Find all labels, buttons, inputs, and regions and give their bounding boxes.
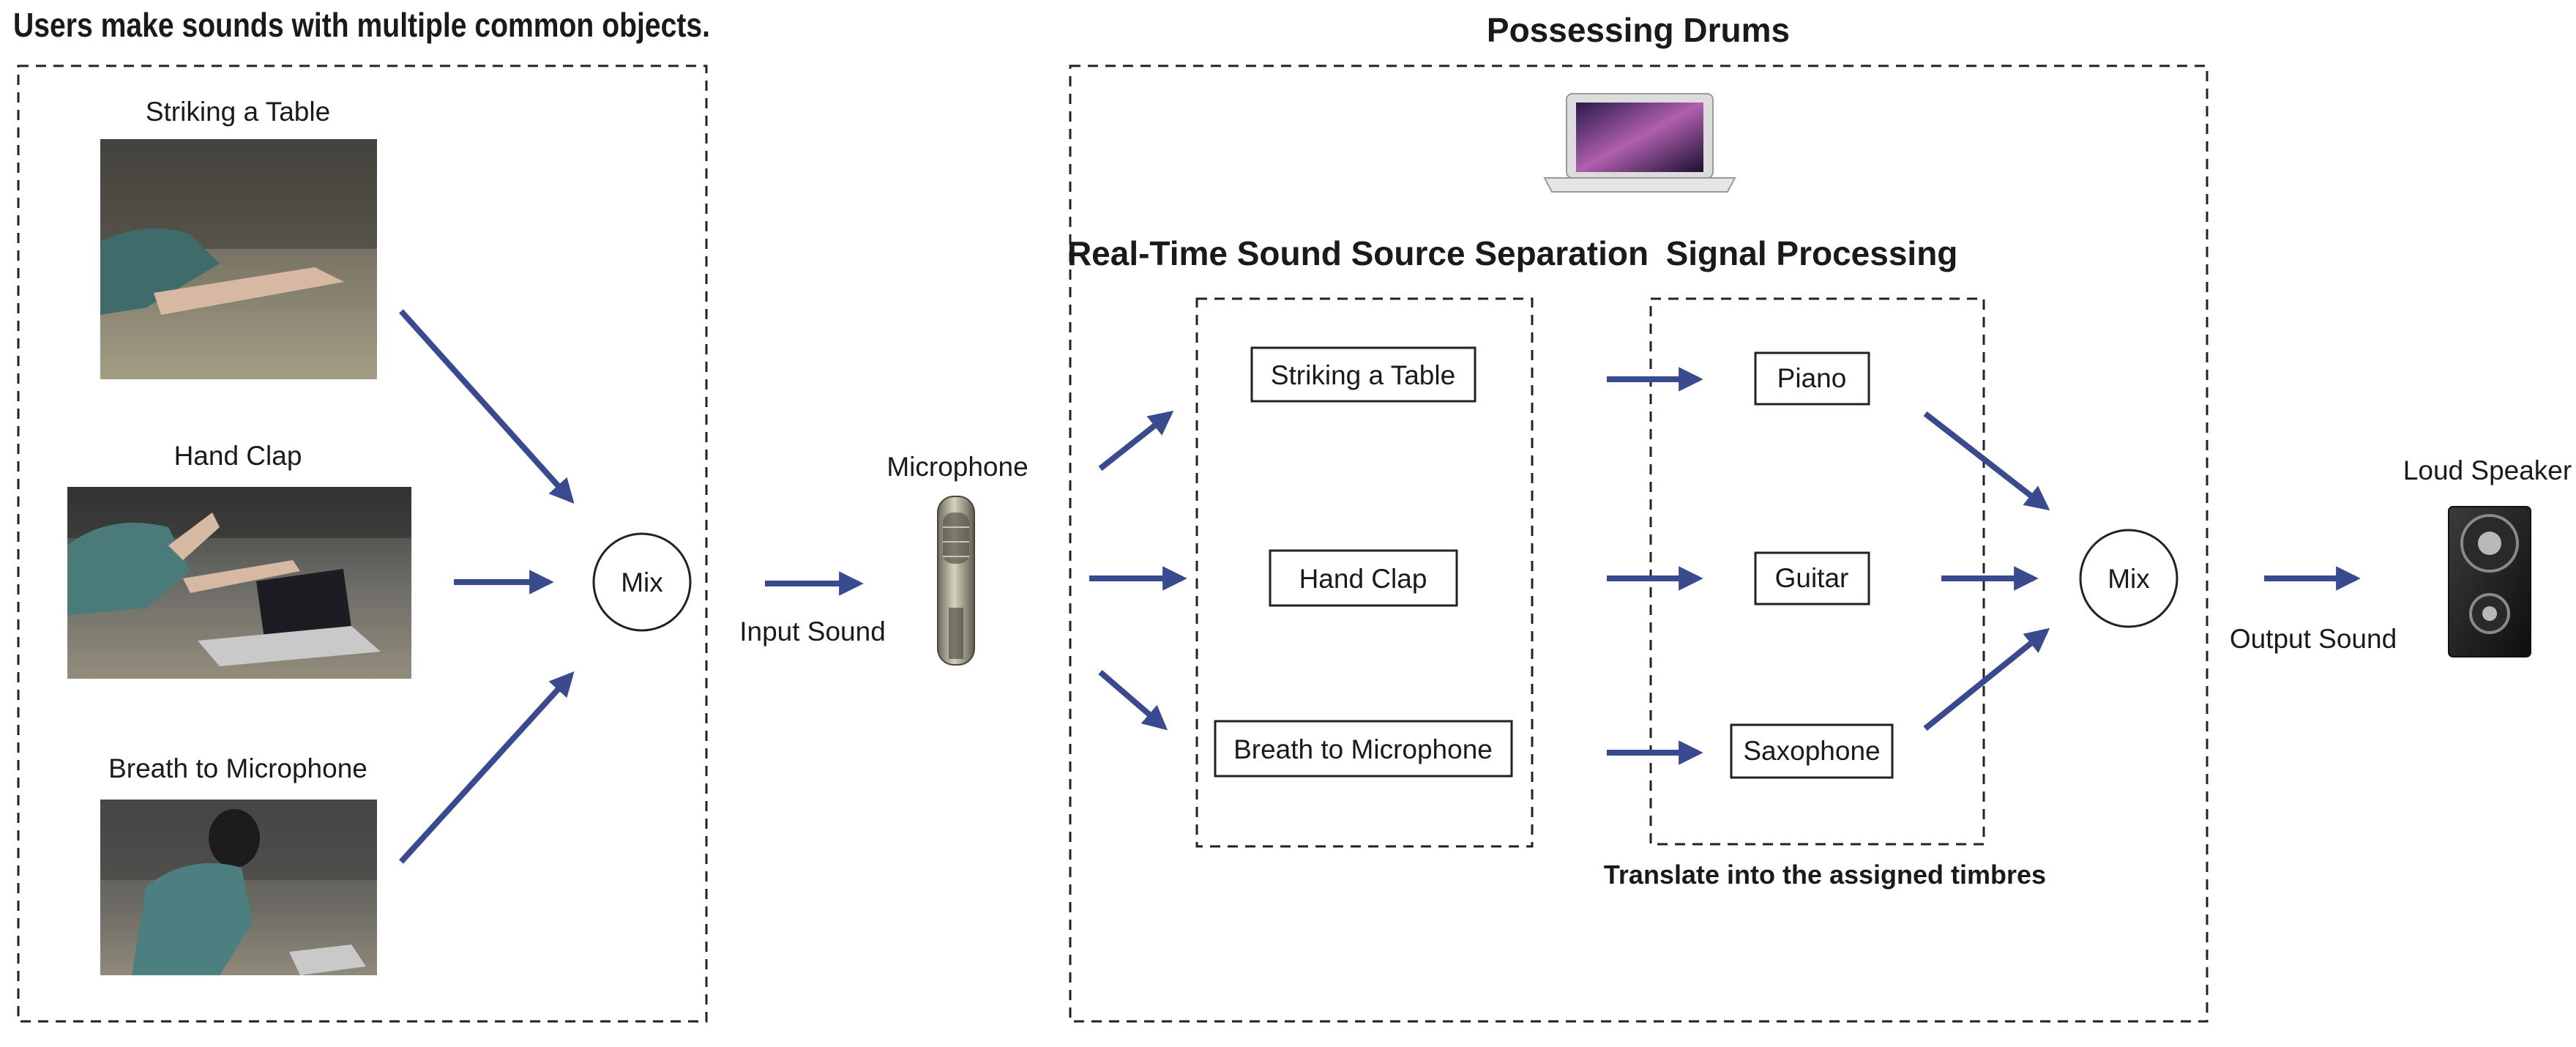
timbre-box-guitar <box>1754 551 1870 606</box>
timbre-label-guitar: Guitar <box>1775 563 1849 593</box>
output-sound-label: Output Sound <box>2230 624 2397 654</box>
source-box-table <box>1250 346 1476 403</box>
laptop-icon <box>1543 93 1736 193</box>
processing-frame <box>1649 297 1985 846</box>
arrow-mic-to-breath <box>1098 669 1168 731</box>
timbre-label-saxophone: Saxophone <box>1743 736 1880 766</box>
microphone-label: Microphone <box>886 452 1028 482</box>
right-mix-node <box>2079 529 2179 628</box>
item-label-breath: Breath to Microphone <box>108 753 367 783</box>
item-label-hand-clap: Hand Clap <box>174 441 302 471</box>
arrow-piano-to-mix <box>1923 411 2050 511</box>
timbre-box-saxophone <box>1730 723 1894 779</box>
hand-clap-photo <box>67 487 411 679</box>
timbre-label-piano: Piano <box>1777 363 1847 393</box>
left-panel-frame <box>17 64 708 1023</box>
source-label-table: Striking a Table <box>1271 360 1455 390</box>
left-mix-node <box>592 532 692 632</box>
separation-frame <box>1195 297 1534 848</box>
right-panel-frame <box>1069 64 2209 1023</box>
right-panel-title: Possessing Drums <box>1487 11 1790 49</box>
processing-caption: Translate into the assigned timbres <box>1604 860 2046 890</box>
separation-title: Real-Time Sound Source Separation <box>1067 234 1649 272</box>
item-label-striking-table: Striking a Table <box>146 97 330 127</box>
microphone-icon <box>937 496 975 666</box>
left-panel-title: Users make sounds with multiple common o… <box>13 6 710 44</box>
input-sound-label: Input Sound <box>739 616 886 647</box>
speaker-label: Loud Speaker <box>2403 455 2572 485</box>
processing-title: Signal Processing <box>1666 234 1958 272</box>
speaker-icon <box>2448 506 2531 657</box>
arrow-breath-to-mix <box>399 671 575 864</box>
source-box-breath <box>1214 720 1513 778</box>
source-box-clap <box>1269 549 1458 607</box>
timbre-box-piano <box>1754 351 1870 406</box>
source-label-clap: Hand Clap <box>1299 564 1427 594</box>
arrow-mic-to-table <box>1098 410 1174 472</box>
striking-table-photo <box>100 139 377 379</box>
arrow-sax-to-mix <box>1923 627 2050 731</box>
right-mix-label: Mix <box>2108 564 2150 594</box>
arrow-table-to-mix <box>399 309 575 504</box>
breath-photo <box>100 800 377 975</box>
left-mix-label: Mix <box>621 567 663 597</box>
source-label-breath: Breath to Microphone <box>1233 734 1493 764</box>
